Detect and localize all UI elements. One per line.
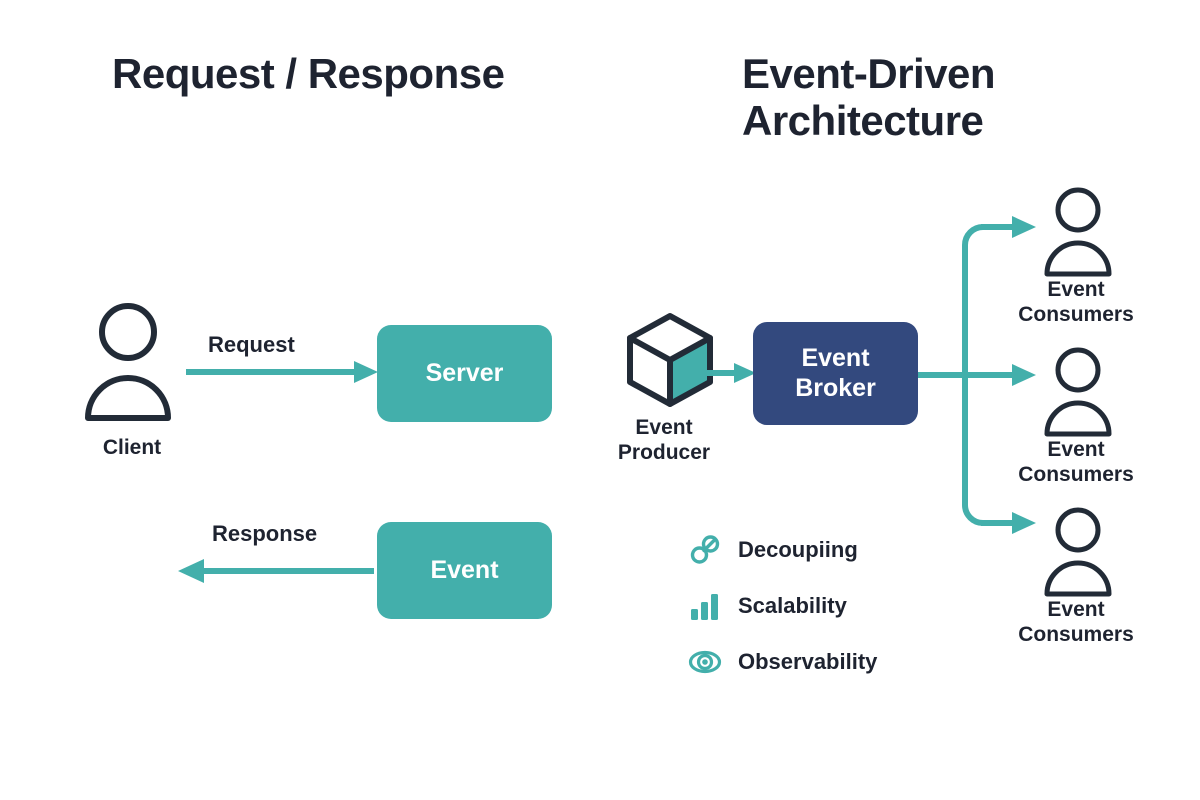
benefit-item-observability: Observability — [688, 634, 948, 690]
event-consumer-label-1: Event Consumers — [1018, 278, 1134, 326]
event-box[interactable]: Event — [377, 522, 552, 619]
response-arrow-label: Response — [212, 521, 318, 546]
event-consumer-person-icon-3 — [1040, 506, 1116, 597]
eye-icon — [688, 645, 722, 679]
event-consumer-person-icon-2 — [1040, 346, 1116, 437]
request-arrow-label: Request — [208, 332, 295, 357]
benefit-label-decoupling: Decoupiing — [738, 537, 858, 562]
benefit-label-scalability: Scalability — [738, 593, 847, 618]
request-arrow-icon — [184, 358, 380, 386]
client-label: Client — [102, 436, 162, 459]
producer-to-broker-arrow-icon — [700, 360, 758, 386]
benefit-item-scalability: Scalability — [688, 578, 948, 634]
event-producer-cube-icon — [622, 310, 718, 410]
bar-chart-icon — [688, 589, 722, 623]
benefit-item-decoupling: Decoupiing — [688, 522, 948, 578]
benefits-list: Decoupiing Scalability — [688, 522, 948, 690]
page-title-event-driven: Event-Driven Architecture — [742, 50, 996, 145]
event-producer-label: Event Producer — [617, 416, 711, 464]
event-consumer-label-3: Event Consumers — [1018, 598, 1134, 646]
benefit-label-observability: Observability — [738, 649, 878, 674]
server-box[interactable]: Server — [377, 325, 552, 422]
event-consumer-person-icon-1 — [1040, 186, 1116, 277]
event-consumer-label-2: Event Consumers — [1018, 438, 1134, 486]
broker-fanout-connector — [910, 215, 1045, 585]
page-title-request-response: Request / Response — [112, 50, 505, 97]
link-icon — [688, 533, 722, 567]
response-arrow-icon — [176, 557, 376, 585]
client-person-icon — [78, 300, 178, 421]
event-broker-box[interactable]: Event Broker — [753, 322, 918, 425]
